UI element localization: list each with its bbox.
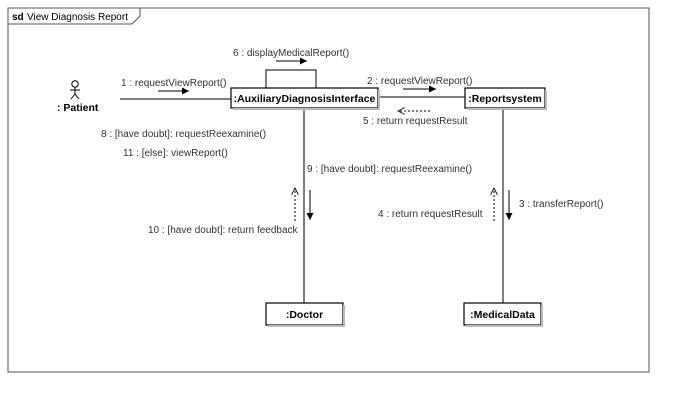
label-m9: 9 : [have doubt]: requestReexamine()	[307, 164, 472, 175]
message-labels: 1 : requestViewReport() 6 : displayMedic…	[101, 48, 603, 236]
object-reportsystem[interactable]: :Reportsystem	[464, 87, 547, 110]
object-label: :MedicalData	[470, 309, 535, 321]
object-label: :Reportsystem	[468, 93, 542, 105]
label-m8: 8 : [have doubt]: requestReexamine()	[101, 129, 266, 140]
frame-title: View Diagnosis Report	[27, 12, 128, 23]
object-medicaldata[interactable]: :MedicalData	[463, 302, 543, 327]
label-m11: 11 : [else]: viewReport()	[123, 148, 228, 159]
message-arrows	[158, 57, 513, 221]
object-label: :AuxiliaryDiagnosisInterface	[234, 93, 376, 105]
object-interface[interactable]: :AuxiliaryDiagnosisInterface	[230, 87, 380, 110]
label-m10: 10 : [have doubt]: return feedback	[148, 225, 299, 236]
self-link-interface	[265, 69, 317, 88]
sd-frame: sd View Diagnosis Report	[7, 7, 650, 373]
label-m3: 3 : transferReport()	[519, 199, 603, 210]
label-m2: 2 : requestViewReport()	[367, 76, 472, 87]
object-doctor[interactable]: :Doctor	[265, 302, 345, 327]
patient-label: : Patient	[57, 102, 99, 114]
patient-actor[interactable]: : Patient	[57, 80, 99, 114]
label-m5: 5 : return requestResult	[363, 116, 468, 127]
label-m1: 1 : requestViewReport()	[121, 78, 226, 89]
object-label: :Doctor	[286, 309, 323, 321]
frame-keyword: sd	[12, 12, 24, 23]
links	[120, 69, 504, 303]
actor-icon	[70, 80, 80, 100]
label-m4: 4 : return requestResult	[378, 209, 483, 220]
label-m6: 6 : displayMedicalReport()	[233, 48, 349, 59]
